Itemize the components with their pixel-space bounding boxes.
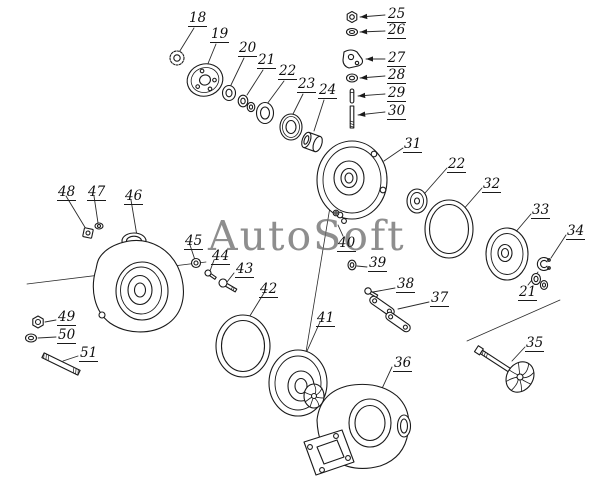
- lock-washer-18: [169, 50, 185, 66]
- callout-33: 33: [531, 202, 551, 220]
- callout-49: 49: [57, 309, 77, 327]
- bolt-38: [364, 287, 379, 298]
- hex-nut-25: [346, 10, 358, 24]
- washer-28: [345, 73, 359, 83]
- compressor-housing-46: [92, 232, 184, 333]
- callout-51: 51: [79, 345, 99, 363]
- callout-23: 23: [297, 76, 317, 94]
- o-ring-32: [424, 199, 474, 259]
- piston-rings-21: [237, 94, 256, 113]
- diffuser-disc-33: [485, 227, 529, 281]
- callout-45: 45: [184, 233, 204, 251]
- bolt-44: [204, 269, 217, 280]
- rotor-shaft-wheel-35: [473, 345, 535, 393]
- callout-25: 25: [387, 6, 407, 24]
- callout-48: 48: [57, 184, 77, 202]
- callout-27: 27: [387, 50, 407, 68]
- callout-21b: 21: [518, 284, 538, 302]
- hex-nut-49: [32, 315, 44, 329]
- thrust-ring-23: [279, 113, 303, 141]
- oil-deflector-disc-19: [186, 63, 224, 97]
- callout-37: 37: [430, 290, 450, 308]
- callout-41: 41: [316, 310, 336, 328]
- bolt-43: [218, 278, 238, 293]
- bolt-washer-40: [332, 209, 347, 224]
- callout-42: 42: [259, 281, 279, 299]
- stud-30: [349, 105, 355, 129]
- callout-50: 50: [57, 327, 77, 345]
- seal-plate-31: [316, 140, 388, 220]
- callout-40: 40: [337, 235, 357, 253]
- snap-ring-34: [536, 256, 551, 272]
- lock-plates-37: [369, 295, 411, 333]
- callout-32: 32: [482, 176, 502, 194]
- callout-38: 38: [396, 276, 416, 294]
- callout-20: 20: [238, 40, 258, 58]
- callout-36: 36: [393, 355, 413, 373]
- piston-rings-21b: [530, 272, 549, 290]
- o-ring-42: [215, 314, 271, 378]
- bushing-24: [301, 131, 323, 153]
- ring-45: [190, 257, 202, 269]
- callout-34: 34: [566, 223, 586, 241]
- washer-47: [94, 222, 104, 230]
- stud-51: [41, 352, 81, 376]
- callout-46: 46: [124, 188, 144, 206]
- seal-ring-22b: [406, 188, 428, 214]
- bracket-27: [342, 49, 364, 69]
- turbine-housing-36: [303, 383, 412, 476]
- seal-ring-20: [221, 84, 237, 102]
- callout-47: 47: [87, 184, 107, 202]
- pin-29: [349, 88, 355, 104]
- callout-44: 44: [211, 248, 231, 266]
- callout-28: 28: [387, 67, 407, 85]
- callout-35: 35: [525, 335, 545, 353]
- callout-26: 26: [387, 22, 407, 40]
- callout-43: 43: [235, 261, 255, 279]
- callout-21: 21: [257, 52, 277, 70]
- square-nut-48: [82, 227, 94, 239]
- ring-22: [255, 101, 275, 125]
- callout-24: 24: [318, 82, 338, 100]
- leader-lines: [37, 13, 567, 396]
- washer-39: [347, 259, 357, 271]
- washer-50: [24, 333, 38, 343]
- callout-31: 31: [403, 136, 423, 154]
- callout-29: 29: [387, 85, 407, 103]
- callout-30: 30: [387, 103, 407, 121]
- callout-18: 18: [188, 10, 208, 28]
- callout-39: 39: [368, 255, 388, 273]
- callout-22: 22: [278, 63, 298, 81]
- callout-19: 19: [210, 26, 230, 44]
- callout-22b: 22: [447, 156, 467, 174]
- washer-26: [345, 27, 359, 37]
- bearing-cartridge-41: [268, 349, 328, 417]
